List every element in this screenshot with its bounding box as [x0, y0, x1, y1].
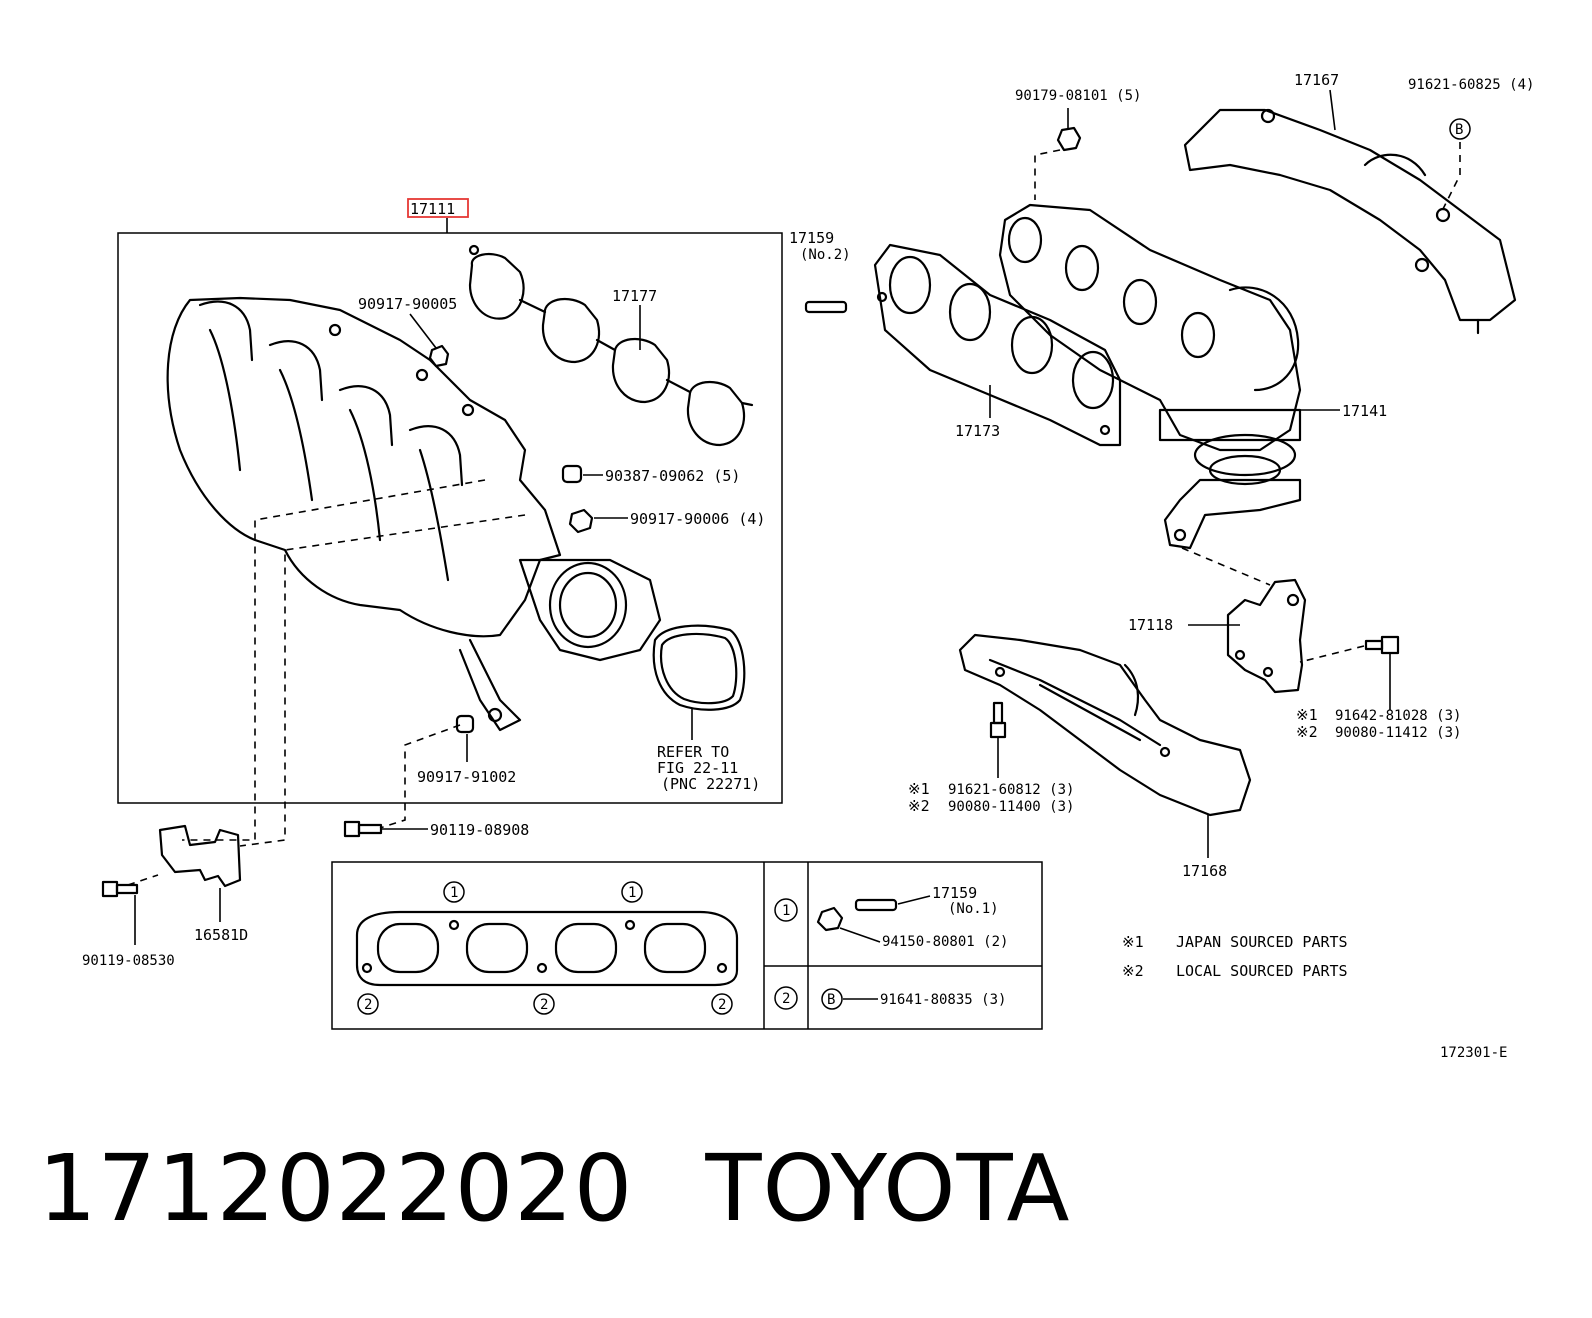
dashed-guide-bolt: [379, 724, 461, 829]
p17167-label[interactable]: 17167: [1294, 71, 1339, 89]
note2-text: LOCAL SOURCED PARTS: [1176, 962, 1348, 980]
p17159_no2-sub: (No.2): [800, 247, 851, 263]
p17168-label[interactable]: 17168: [1182, 862, 1227, 880]
inset-stud-sub: (No.1): [948, 901, 999, 917]
heat-insulator-lower-drawing: [958, 633, 1252, 817]
p17159_no2-stud-icon: [804, 300, 848, 314]
p90179_08101-label[interactable]: 90179-08101 (5): [1015, 88, 1141, 104]
inset-mark-1a: 1: [443, 881, 465, 903]
inset-stud-leader: [897, 895, 931, 905]
refer-line1: REFER TO: [657, 743, 729, 761]
dashed-guide-left: [182, 479, 486, 841]
caption: 1712022020 TOYOTA: [38, 1135, 1071, 1242]
m2-90080-lower: ※2: [908, 797, 930, 815]
p90917_90006-label[interactable]: 90917-90006 (4): [630, 510, 765, 528]
dashed-guide-mid: [239, 514, 526, 847]
p16581D-bracket-drawing: [158, 824, 242, 888]
p17173-label[interactable]: 17173: [955, 422, 1000, 440]
p90917_91002-label[interactable]: 90917-91002: [417, 768, 516, 786]
svg-text:1: 1: [628, 885, 636, 901]
p90119_08530-label[interactable]: 90119-08530: [82, 953, 175, 969]
p17118-label[interactable]: 17118: [1128, 616, 1173, 634]
svg-text:B: B: [827, 992, 835, 1008]
m2-90080: ※2: [1296, 723, 1318, 741]
p91642_81028-label[interactable]: 91642-81028 (3): [1335, 708, 1461, 724]
caption-brand: TOYOTA: [705, 1135, 1071, 1242]
p90080_11412-label[interactable]: 90080-11412 (3): [1335, 725, 1461, 741]
svg-text:2: 2: [782, 991, 790, 1007]
svg-text:1: 1: [782, 903, 790, 919]
note2-mark: ※2: [1122, 962, 1144, 980]
inset-nut-label[interactable]: 94150-80801 (2): [882, 934, 1008, 950]
p90387_09062-bushing-icon: [561, 464, 583, 484]
p90119_08908-label[interactable]: 90119-08908: [430, 821, 529, 839]
svg-text:2: 2: [540, 997, 548, 1013]
refer-line2: FIG 22-11: [657, 759, 738, 777]
p17167-leader: [1329, 89, 1336, 131]
p90387_09062-label[interactable]: 90387-09062 (5): [605, 467, 740, 485]
inset-row1-mark: 1: [774, 898, 798, 922]
caption-part-number: 1712022020: [38, 1135, 634, 1242]
figure-code: 172301-E: [1440, 1045, 1507, 1061]
inset-mark-2a: 2: [357, 993, 379, 1015]
exhaust-manifold-drawing: [998, 203, 1302, 550]
inset-bolt-label[interactable]: 91641-80835 (3): [880, 992, 1006, 1008]
dashed-guide-b: [1439, 142, 1461, 216]
svg-text:2: 2: [718, 997, 726, 1013]
circle-b-mark: [1449, 118, 1471, 140]
p17159_no2-label[interactable]: 17159: [789, 229, 834, 247]
p91621_60825-label[interactable]: 91621-60825 (4): [1408, 77, 1534, 93]
p90179_08101-nut-icon: [1056, 126, 1082, 152]
intake-gasket-drawing: [468, 244, 754, 447]
p90080_11400-label[interactable]: 90080-11400 (3): [948, 799, 1074, 815]
inset-row2-b-mark: B: [821, 988, 843, 1010]
inset-stud-label[interactable]: 17159: [932, 884, 977, 902]
note1-text: JAPAN SOURCED PARTS: [1176, 933, 1348, 951]
p90119_08908-bolt-icon: [343, 820, 383, 838]
inset-nut-leader: [839, 927, 881, 943]
p90917_90006-nut-icon: [568, 508, 594, 534]
inset-mark-2c: 2: [711, 993, 733, 1015]
inset-gasket-drawing: [355, 910, 739, 987]
stay-bracket-drawing: [1226, 578, 1307, 694]
p17111-highlight-box: [407, 198, 469, 218]
p90119_08530-bolt-icon: [101, 880, 139, 898]
inset-frame: [331, 861, 1043, 1030]
inset-mark-1b: 1: [621, 881, 643, 903]
intake-manifold-drawing: [166, 296, 662, 732]
p17111-label[interactable]: 17111: [410, 200, 455, 218]
throttle-gasket-inner: [660, 632, 738, 705]
dashed-guide-17118: [1181, 547, 1271, 586]
p90917_91002-bushing-icon: [455, 714, 475, 734]
exhaust-gasket-drawing: [873, 243, 1122, 447]
inset-stud-icon: [854, 898, 898, 912]
p17141-label[interactable]: 17141: [1342, 402, 1387, 420]
note1-mark: ※1: [1122, 933, 1144, 951]
svg-text:2: 2: [364, 997, 372, 1013]
refer-line3: (PNC 22271): [661, 775, 760, 793]
p90917_90005-leader: [409, 313, 437, 349]
circle-b-text: B: [1455, 122, 1463, 138]
m1-91621: ※1: [908, 780, 930, 798]
p17177-label[interactable]: 17177: [612, 287, 657, 305]
p90917_90005-label[interactable]: 90917-90005: [358, 295, 457, 313]
throttle-gasket-drawing: [652, 624, 746, 711]
dashed-guide-bracket: [127, 874, 159, 886]
intake-assembly-frame: [117, 232, 783, 804]
p16581D-label[interactable]: 16581D: [194, 926, 248, 944]
p91621_60812-label[interactable]: 91621-60812 (3): [948, 782, 1074, 798]
p91621_60812-bolt-icon: [989, 701, 1007, 739]
inset-mark-2b: 2: [533, 993, 555, 1015]
inset-nut-icon: [816, 906, 844, 932]
p91642_81028-bolt-icon: [1364, 635, 1400, 655]
m1-91642: ※1: [1296, 706, 1318, 724]
svg-text:1: 1: [450, 885, 458, 901]
dashed-guide-91642: [1299, 645, 1365, 663]
inset-row2-mark: 2: [774, 986, 798, 1010]
heat-insulator-upper-drawing: [1183, 108, 1517, 335]
dashed-guide-nut: [1034, 149, 1061, 200]
p90917_90005-nut-icon: [428, 344, 450, 368]
